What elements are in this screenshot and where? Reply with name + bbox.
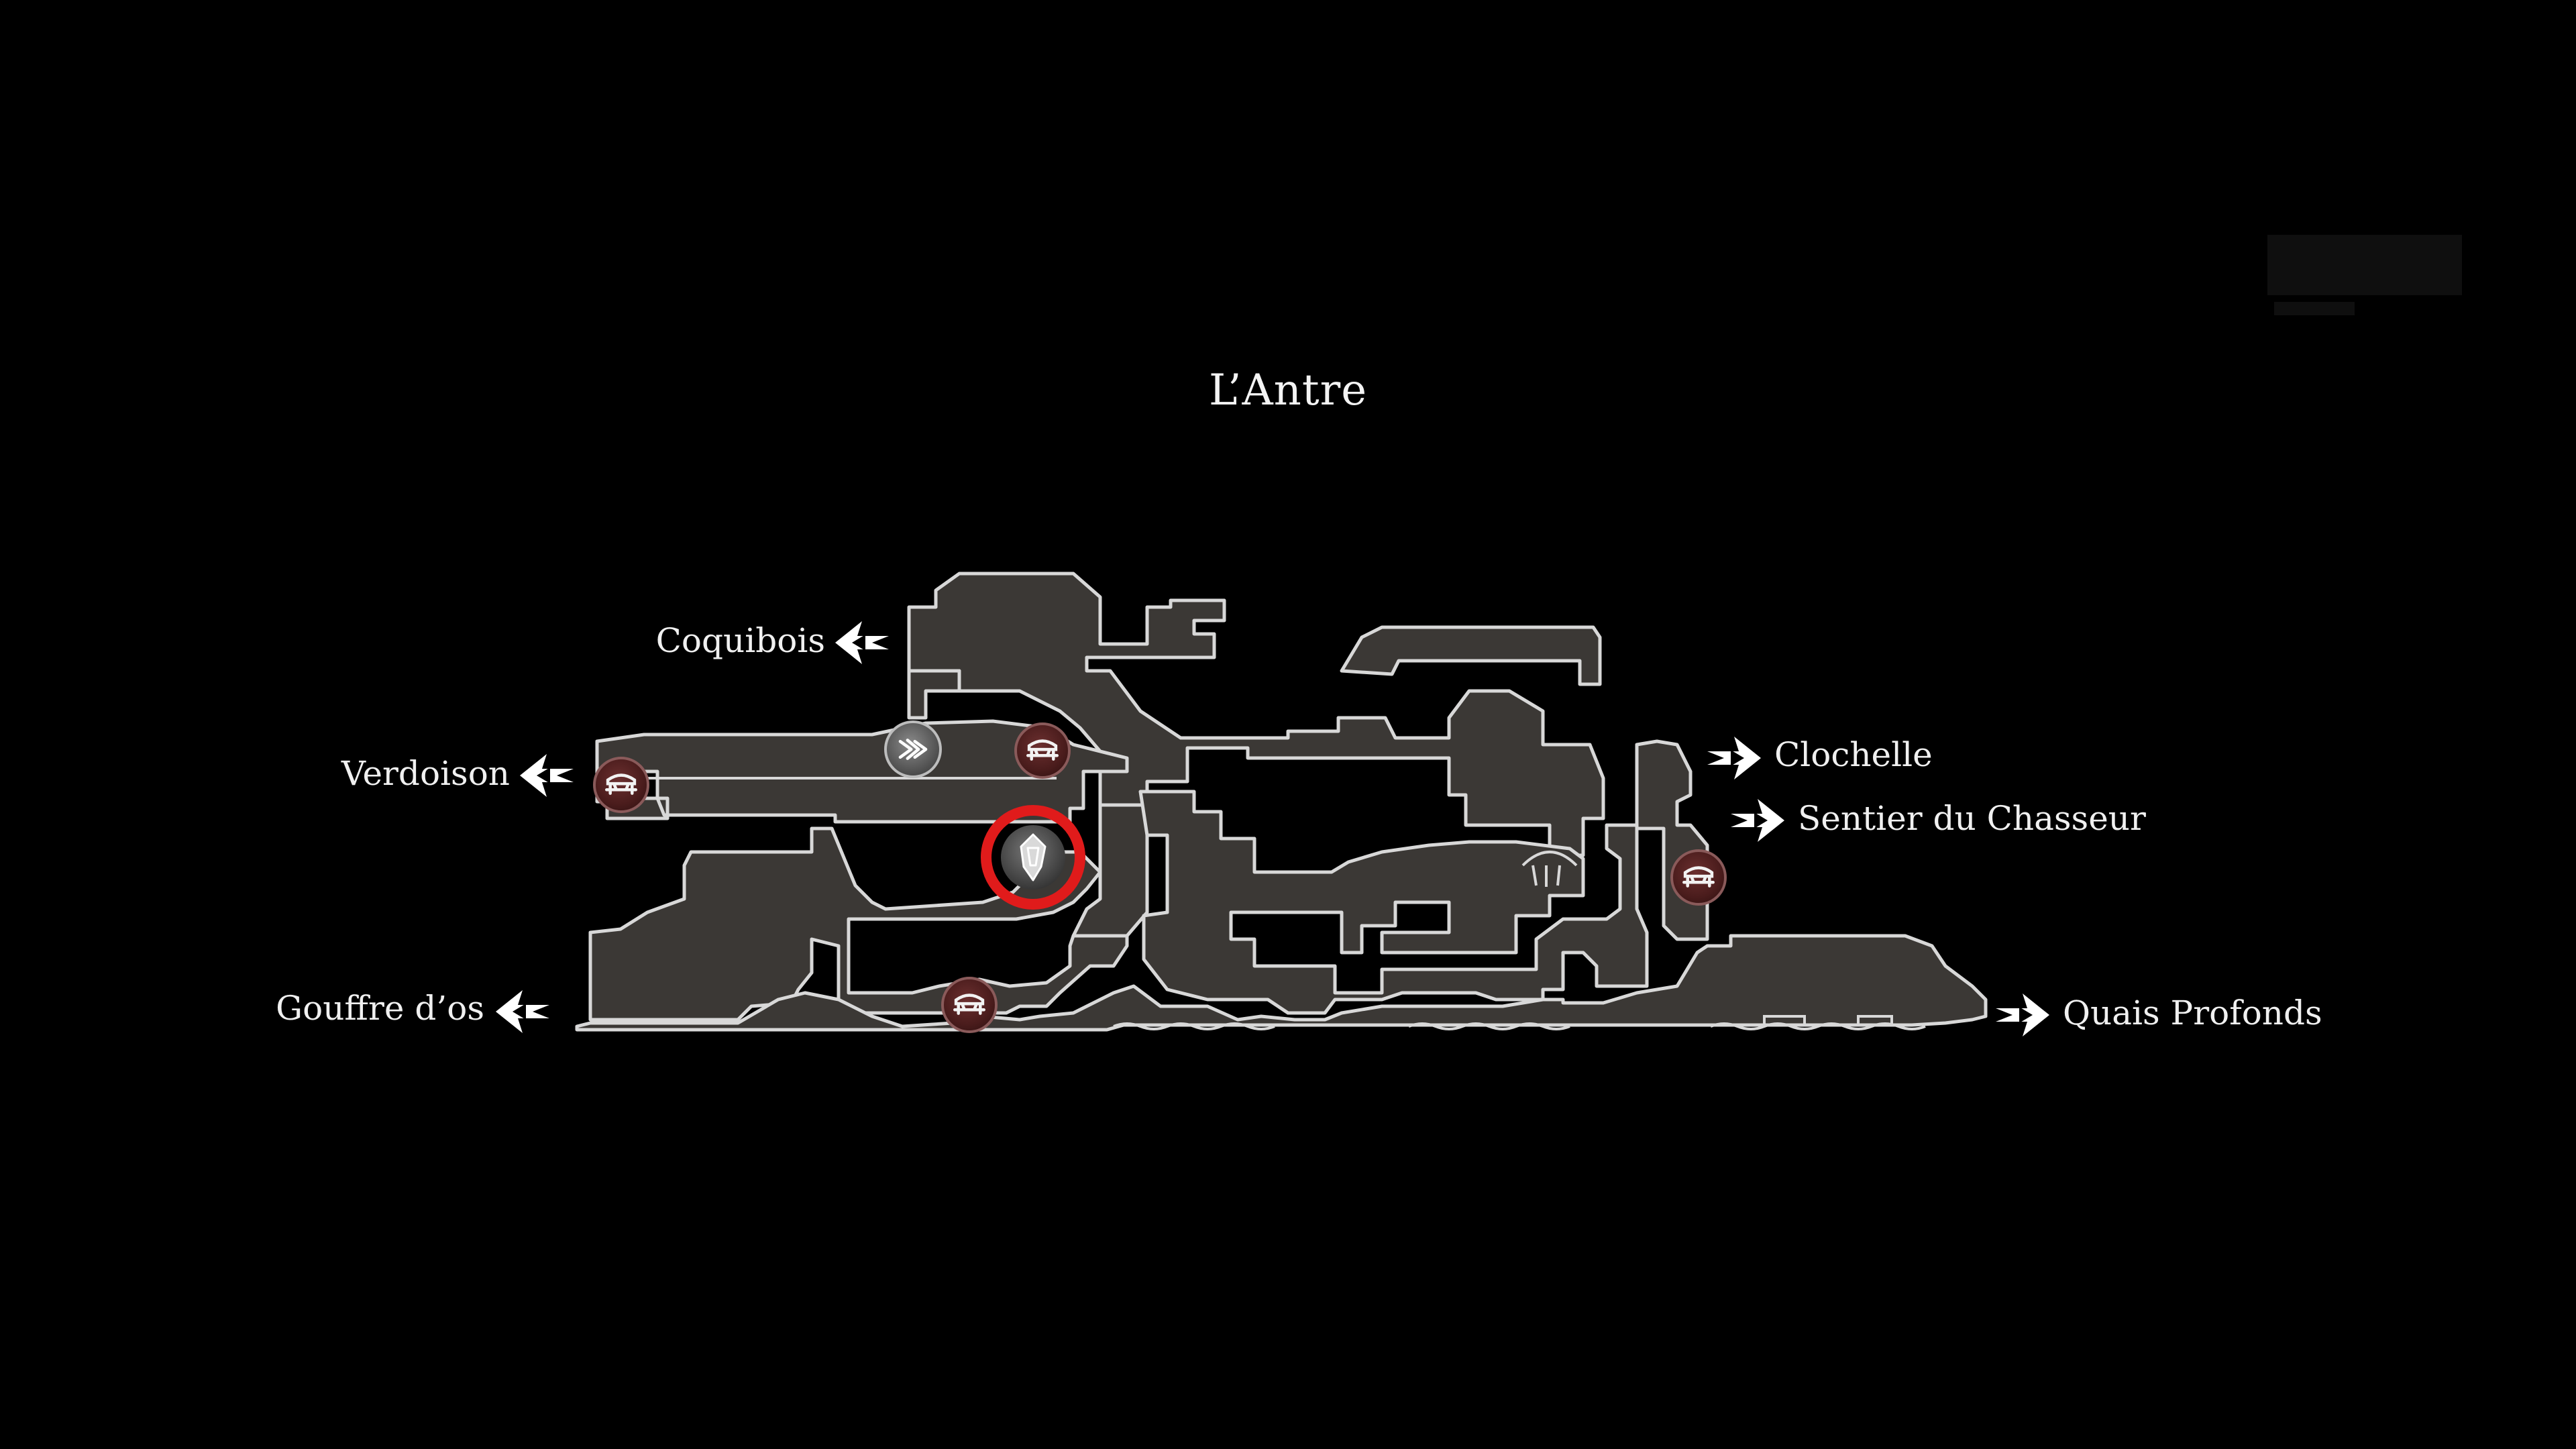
map-room-right-column (1635, 739, 1709, 941)
map-detail-cage (1521, 851, 1578, 887)
exit-arrow-icon[interactable] (1704, 733, 1764, 784)
exit-label-sentier-du-chasseur[interactable]: Sentier du Chasseur (1798, 799, 2146, 838)
exit-arrow-icon[interactable] (517, 750, 577, 801)
bench-icon[interactable] (1670, 849, 1727, 906)
area-title: L’Antre (1208, 366, 1368, 415)
bench-icon[interactable] (1014, 722, 1071, 779)
exit-arrow-icon[interactable] (832, 617, 892, 668)
stag-station-icon[interactable] (884, 720, 942, 778)
map-room-top-left-ledge (907, 669, 961, 720)
exit-label-gouffre-dos[interactable]: Gouffre d’os (276, 989, 484, 1028)
background-faint-mark (2274, 302, 2355, 315)
map-room-center-middle (1138, 790, 1649, 1015)
map-room-bottom-corridor (575, 934, 1988, 1032)
exit-arrow-icon[interactable] (492, 986, 553, 1037)
bench-icon[interactable] (593, 757, 649, 813)
highlight-ring[interactable] (981, 805, 1085, 910)
exit-label-coquibois[interactable]: Coquibois (655, 621, 825, 660)
bench-icon[interactable] (941, 977, 998, 1033)
exit-arrow-icon[interactable] (1992, 989, 2053, 1040)
collectible-icon[interactable] (1001, 825, 1065, 890)
background-faint-mark (2267, 235, 2462, 295)
exit-arrow-icon[interactable] (1727, 795, 1788, 846)
map-room-left-lower (588, 826, 1129, 1022)
exit-label-quais-profonds[interactable]: Quais Profonds (2063, 994, 2322, 1032)
exit-label-clochelle[interactable]: Clochelle (1774, 735, 1933, 774)
exit-label-verdoison[interactable]: Verdoison (341, 754, 510, 793)
map-room-upper-right (1340, 625, 1602, 686)
map-detail-right-notch (1763, 1015, 1893, 1026)
map-room-top-tower (907, 572, 1605, 857)
